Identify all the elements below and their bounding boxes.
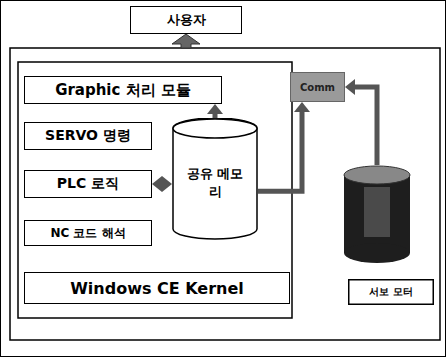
node-label: 사용자 bbox=[167, 11, 206, 29]
node-label: Windows CE Kernel bbox=[70, 279, 244, 298]
node-label: 서보 모터 bbox=[348, 279, 434, 305]
module-box: Graphic 처리 모듈 bbox=[24, 76, 222, 104]
module-box: 사용자 bbox=[130, 6, 242, 34]
motor-base bbox=[344, 243, 410, 263]
node-label: SERVO 명령 bbox=[45, 127, 131, 145]
node-label: PLC 로직 bbox=[57, 175, 119, 193]
motor-illustration bbox=[340, 165, 438, 307]
motor-top bbox=[344, 166, 410, 184]
memory-cylinder: 공유 메모리 bbox=[172, 118, 258, 240]
cylinder-top bbox=[173, 119, 257, 138]
node-label: NC 코드 해석 bbox=[50, 225, 125, 242]
motor-body bbox=[344, 175, 410, 253]
module-box: Comm bbox=[290, 72, 345, 102]
servo-motor: 서보 모터 bbox=[340, 165, 438, 307]
module-box: Windows CE Kernel bbox=[24, 272, 290, 304]
module-box: SERVO 명령 bbox=[24, 122, 152, 150]
node-label: Graphic 처리 모듈 bbox=[55, 81, 191, 100]
node-label: Comm bbox=[300, 82, 335, 93]
software-frame bbox=[18, 62, 292, 318]
data-arrow bbox=[355, 87, 377, 165]
module-box: NC 코드 해석 bbox=[24, 220, 152, 246]
node-label: 공유 메모리 bbox=[182, 148, 248, 218]
motor-label-box bbox=[349, 280, 434, 305]
module-box: PLC 로직 bbox=[24, 170, 152, 198]
motor-highlight bbox=[364, 187, 390, 237]
cylinder-body bbox=[173, 118, 257, 239]
data-arrow bbox=[258, 112, 302, 191]
user-arrow bbox=[172, 34, 200, 48]
system-frame bbox=[10, 48, 440, 340]
